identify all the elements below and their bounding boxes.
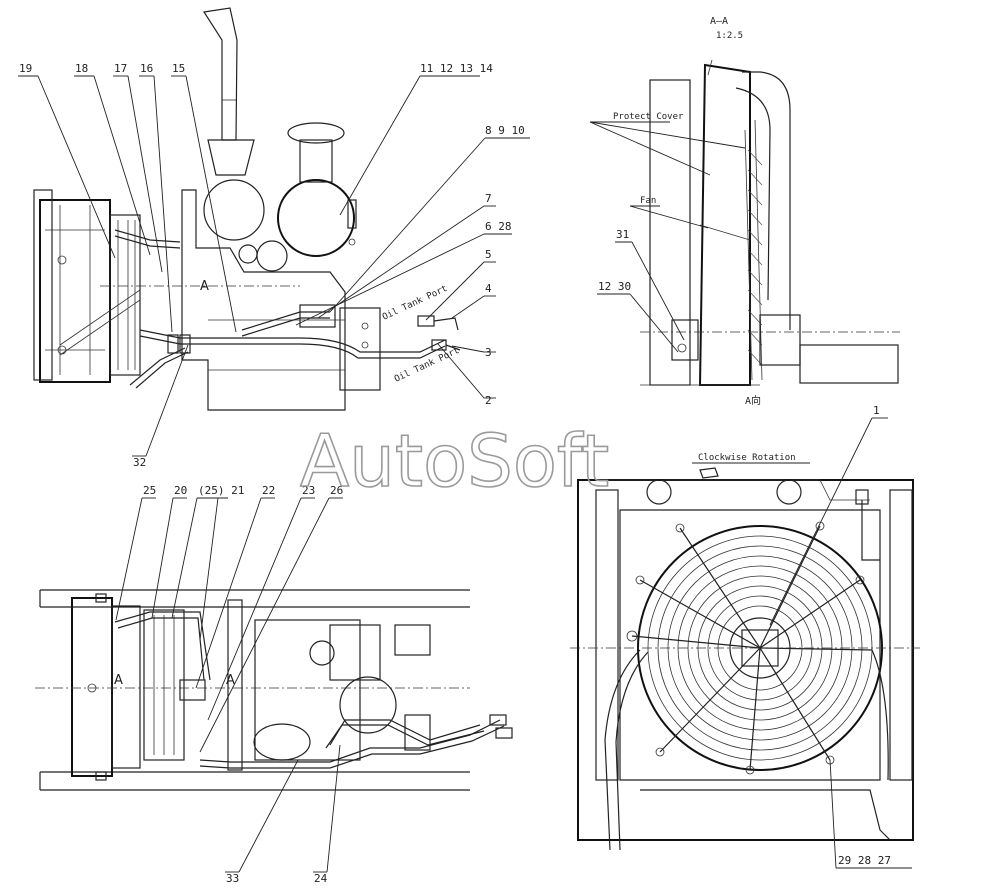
protect-cover-label: Protect Cover [613,112,684,122]
view-mark-a1: A [200,279,209,294]
part-33: 33 [226,872,239,885]
side-view-callouts: 19 18 17 16 15 11 12 13 14 8 9 10 7 6 28… [18,62,530,469]
clockwise-rotation-label: Clockwise Rotation [698,453,796,463]
part-32: 32 [133,456,146,469]
part-29-28-27: 29 28 27 [838,854,891,867]
part-12-30: 12 30 [598,280,631,293]
part-11-14: 11 12 13 14 [420,62,493,75]
part-8-10: 8 9 10 [485,124,525,137]
front-view-radiator-fan: Clockwise Rotation [570,453,920,851]
part-18: 18 [75,62,88,75]
front-view-callouts: 1 29 28 27 [769,404,912,869]
part-25: 25 [143,484,156,497]
part-17: 17 [114,62,127,75]
part-1: 1 [873,404,880,417]
section-title: A—A [710,16,728,27]
fan-brackets [631,521,873,775]
watermark: AutoSoft [300,419,609,503]
view-mark-a2: A [114,673,123,688]
fan-label: Fan [640,196,656,206]
part-23: 23 [302,484,315,497]
side-elevation-view [33,7,461,411]
part-16: 16 [140,62,153,75]
part-2: 2 [485,394,492,407]
part-4: 4 [485,282,492,295]
part-3: 3 [485,346,492,359]
view-mark-a3: A [226,673,235,688]
section-view-callouts: Protect Cover Fan 31 12 30 [589,112,746,353]
oil-tank-port-label-1: Oil Tank Port [381,284,449,323]
part-26: 26 [330,484,343,497]
part-20: 20 [174,484,187,497]
part-6-28: 6 28 [485,220,512,233]
section-a-a-view: A—A 1:2.5 A向 [640,16,900,407]
part-22: 22 [262,484,275,497]
view-arrow-label: A向 [745,394,761,407]
part-15: 15 [172,62,185,75]
part-24: 24 [314,872,328,885]
plan-view-callouts: 25 20 (25) 21 22 23 26 33 24 [115,484,343,885]
part-25b-21: (25) 21 [198,484,244,497]
plan-view: A A [35,589,513,791]
part-7: 7 [485,192,492,205]
section-scale: 1:2.5 [716,31,743,41]
part-19: 19 [19,62,32,75]
part-31: 31 [616,228,629,241]
part-5: 5 [485,248,492,261]
